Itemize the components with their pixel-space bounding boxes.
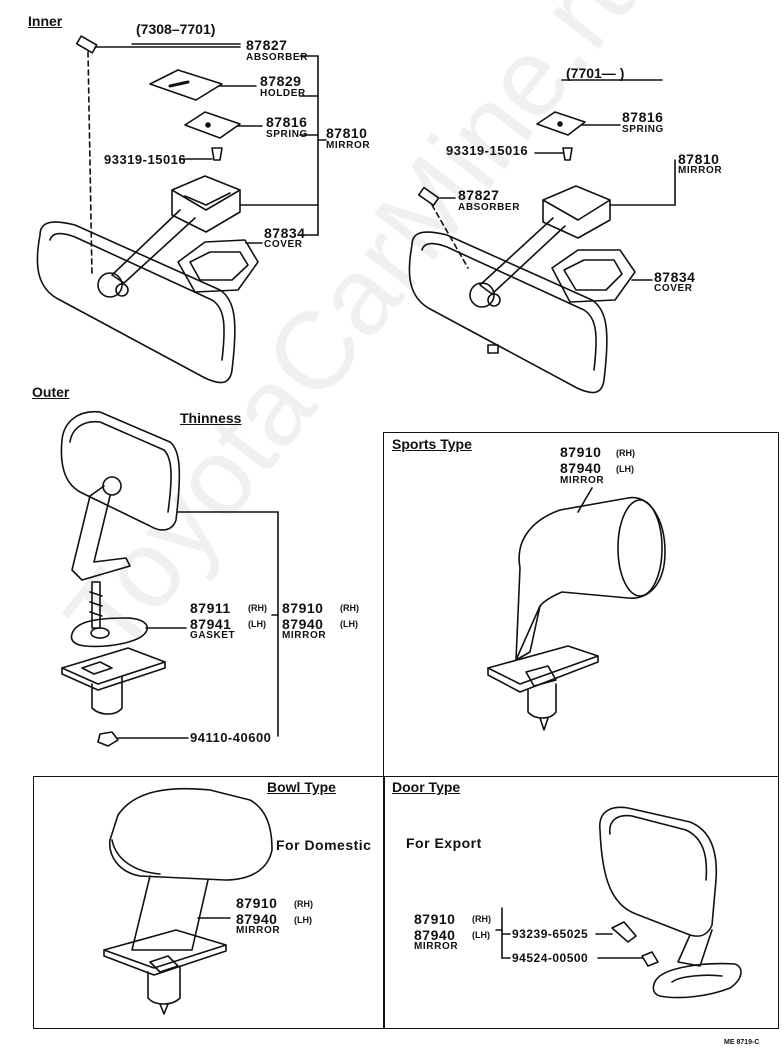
label-absorber: ABSORBER xyxy=(246,52,309,63)
part-94110: 94110-40600 xyxy=(190,730,272,745)
footer-code: ME 8719-C xyxy=(724,1039,760,1046)
date-range-late: (7701— ) xyxy=(566,65,625,81)
section-sports: Sports Type xyxy=(392,436,472,452)
label-holder: HOLDER xyxy=(260,88,306,99)
section-thinness: Thinness xyxy=(180,410,242,426)
label-rh-door: (RH) xyxy=(472,914,491,924)
part-87810-late: 87810 xyxy=(678,151,720,167)
door-mirror xyxy=(495,806,742,999)
bowl-type-box xyxy=(33,776,385,1029)
part-87940-bowl: 87940 xyxy=(236,911,278,927)
label-mirror-door: MIRROR xyxy=(414,941,459,952)
part-87810: 87810 xyxy=(326,125,368,141)
part-93239: 93239-65025 xyxy=(512,927,589,941)
label-lh-door: (LH) xyxy=(472,930,490,940)
part-93319: 93319-15016 xyxy=(104,152,187,167)
label-rh-thin: (RH) xyxy=(340,603,359,613)
date-range-early: (7308–7701) xyxy=(136,21,216,37)
inner-late-mirror xyxy=(408,111,676,394)
label-rh: (RH) xyxy=(248,603,267,613)
part-87834-late: 87834 xyxy=(654,269,696,285)
part-87910-sports: 87910 xyxy=(560,444,602,460)
door-type-box xyxy=(383,776,779,1029)
part-87827: 87827 xyxy=(246,37,288,53)
bowl-mirror xyxy=(103,787,273,1015)
label-cover: COVER xyxy=(264,239,303,250)
label-lh-bowl: (LH) xyxy=(294,915,312,925)
label-mirror-thin: MIRROR xyxy=(282,630,327,641)
part-87829: 87829 xyxy=(260,73,302,89)
part-87827-late: 87827 xyxy=(458,187,500,203)
label-spring: SPRING xyxy=(266,129,308,140)
thinness-mirror xyxy=(60,411,279,747)
label-cover-late: COVER xyxy=(654,283,693,294)
part-87941: 87941 xyxy=(190,616,232,632)
part-87911: 87911 xyxy=(190,600,231,616)
section-bowl: Bowl Type xyxy=(267,779,336,795)
sports-mirror xyxy=(487,487,666,731)
part-87940-thin: 87940 xyxy=(282,616,324,632)
part-87910-door: 87910 xyxy=(414,911,456,927)
part-87940-sports: 87940 xyxy=(560,460,602,476)
label-lh-sports: (LH) xyxy=(616,464,634,474)
label-rh-sports: (RH) xyxy=(616,448,635,458)
label-mirror-sports: MIRROR xyxy=(560,475,605,486)
dashed-guide xyxy=(87,51,93,276)
inner-early-mirror xyxy=(36,35,327,384)
part-87940-door: 87940 xyxy=(414,927,456,943)
section-outer: Outer xyxy=(32,384,70,400)
label-lh-thin: (LH) xyxy=(340,619,358,629)
part-87816-late: 87816 xyxy=(622,109,664,125)
label-absorber-late: ABSORBER xyxy=(458,202,521,213)
section-door: Door Type xyxy=(392,779,461,795)
part-93319-late: 93319-15016 xyxy=(446,143,529,158)
part-87816: 87816 xyxy=(266,114,308,130)
note-export: For Export xyxy=(406,835,482,851)
label-mirror: MIRROR xyxy=(326,140,371,151)
part-94524: 94524-00500 xyxy=(512,951,589,965)
label-mirror-bowl: MIRROR xyxy=(236,925,281,936)
label-mirror-late: MIRROR xyxy=(678,165,723,176)
part-87834: 87834 xyxy=(264,225,306,241)
part-87910-thin: 87910 xyxy=(282,600,324,616)
section-inner: Inner xyxy=(28,13,63,29)
label-spring-late: SPRING xyxy=(622,124,664,135)
label-rh-bowl: (RH) xyxy=(294,899,313,909)
label-gasket: GASKET xyxy=(190,630,236,641)
note-domestic: For Domestic xyxy=(276,837,372,853)
part-87910-bowl: 87910 xyxy=(236,895,278,911)
label-lh: (LH) xyxy=(248,619,266,629)
